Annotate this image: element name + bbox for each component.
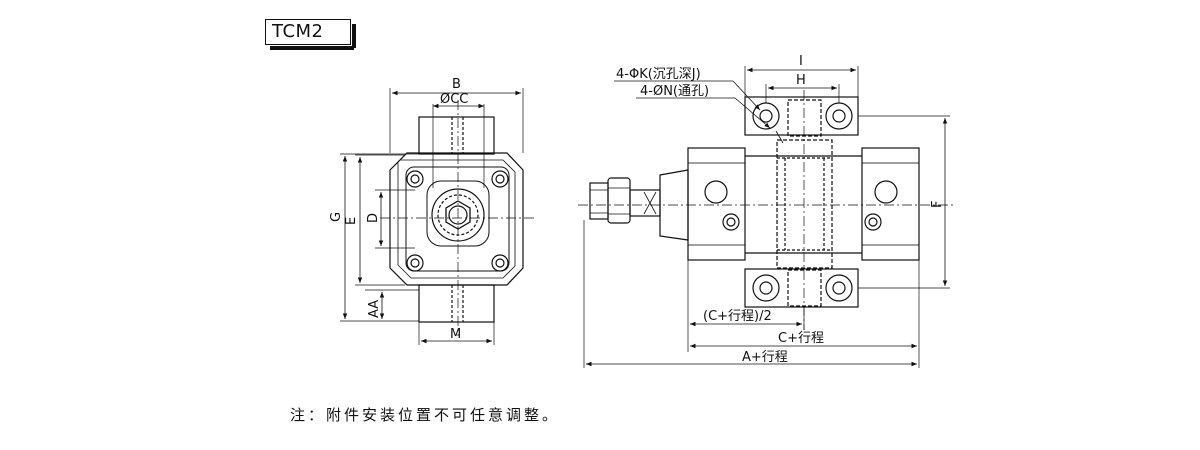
dim-h-label: H: [796, 73, 806, 88]
side-view: [578, 66, 955, 368]
dim-c-stroke-label: C+行程: [778, 331, 824, 346]
dim-d-label: D: [366, 213, 381, 223]
dim-c-half-label: (C+行程)/2: [703, 309, 772, 324]
front-body: [389, 152, 524, 286]
rod-nut: [607, 177, 631, 224]
dim-f-label: F: [930, 201, 945, 208]
dim-e-label: E: [344, 217, 359, 225]
dim-cc-label: ØCC: [440, 92, 468, 107]
front-bolts: [406, 170, 509, 272]
k-hole-label: 4-ΦK(沉孔深J): [616, 67, 701, 82]
model-label: TCM2: [265, 19, 356, 50]
installation-note: 注：附件安装位置不可任意调整。: [290, 406, 561, 424]
trunnion-block: [776, 139, 833, 269]
dim-a-stroke-label: A+行程: [742, 350, 788, 365]
dim-i-label: I: [799, 54, 803, 69]
dim-m-label: M: [450, 327, 461, 342]
front-bottom-pivot: [418, 284, 495, 323]
rear-head: [861, 147, 920, 261]
front-head: [687, 147, 746, 261]
dim-aa-label: AA: [367, 300, 382, 318]
rod-end: [589, 182, 609, 220]
dim-b-label: B: [452, 77, 461, 92]
dim-g-label: G: [329, 212, 344, 222]
n-hole-label: 4-ØN(通孔): [640, 84, 709, 99]
front-view: [340, 88, 535, 345]
front-top-pivot: [418, 116, 495, 155]
